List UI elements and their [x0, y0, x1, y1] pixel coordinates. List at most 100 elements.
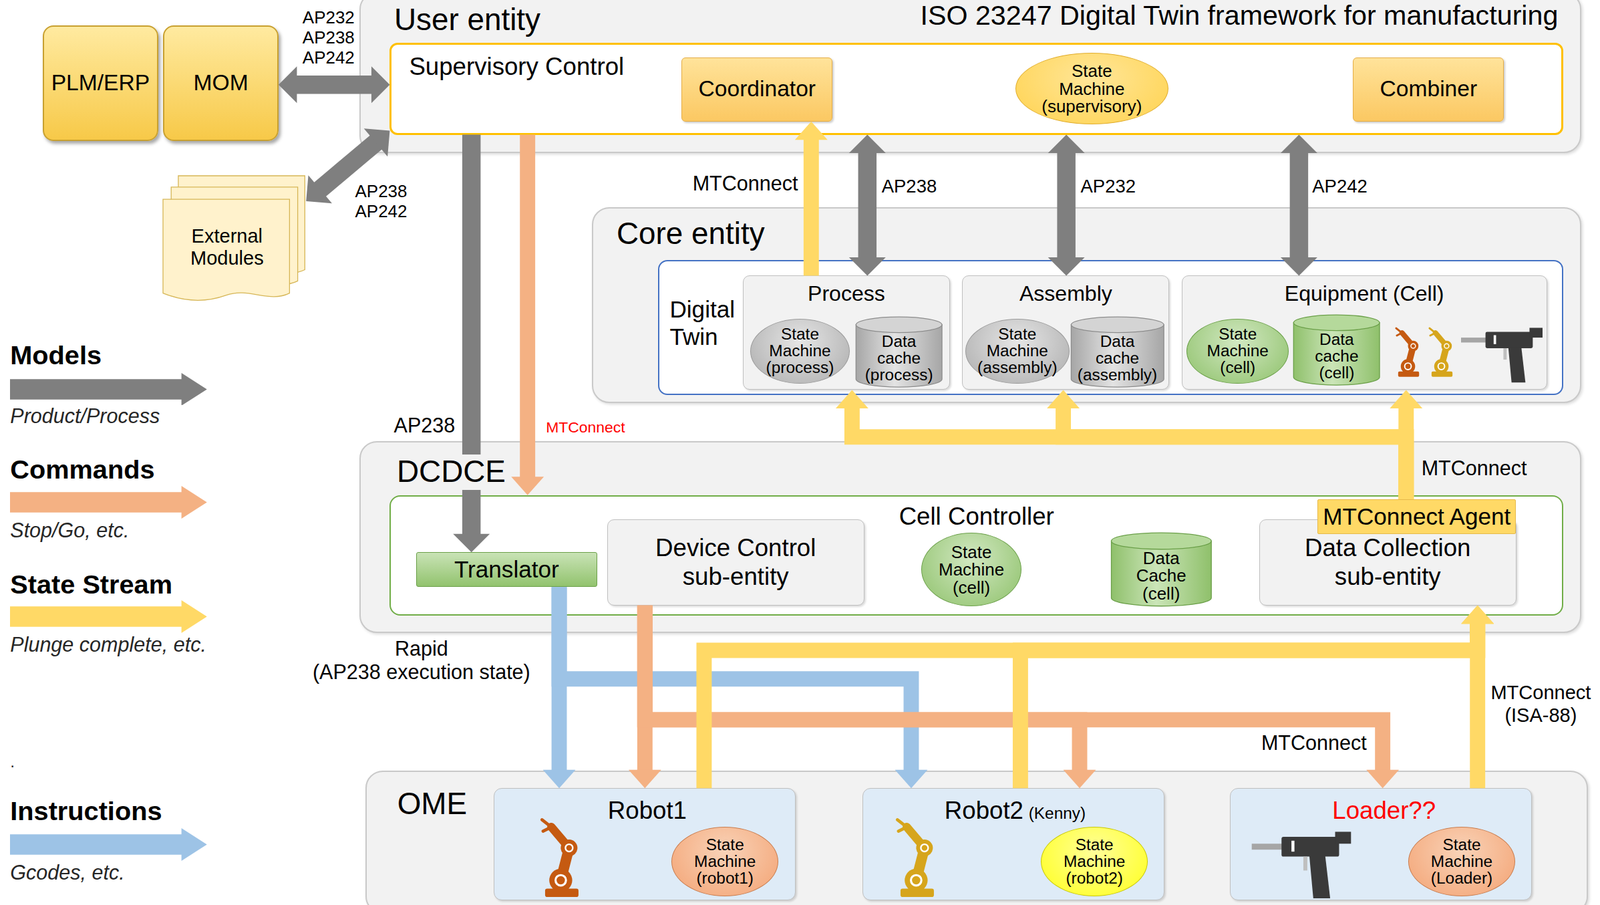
connector — [1280, 134, 1318, 276]
edge-label: MTConnect — [1261, 730, 1367, 755]
connector — [1461, 605, 1494, 788]
node-label: Data cache (cell) — [1314, 331, 1359, 382]
cylinder-body — [1110, 541, 1212, 606]
tool-icon — [1461, 327, 1543, 383]
cylinder-body — [855, 324, 942, 387]
node-label: State Machine (Loader) — [1430, 836, 1493, 887]
heading-row: DCDCE — [394, 454, 509, 490]
system-box: PLM/ERP — [42, 25, 159, 141]
connector-line — [559, 586, 912, 773]
edge-label: MTConnect — [1421, 456, 1528, 480]
connector — [704, 605, 1494, 788]
arrow-head — [895, 769, 928, 788]
system-box: MOM — [163, 25, 279, 141]
cylinder-top — [855, 316, 942, 333]
arrow-head — [543, 769, 576, 788]
node-heading: Equipment (Cell) — [1284, 281, 1445, 306]
node-label: State Machine (cell) — [1207, 326, 1269, 377]
cylinder-top — [1110, 532, 1212, 550]
label-anchor: Stop/Go, etc. — [10, 518, 129, 542]
heading-row: Loader?? — [1332, 796, 1436, 825]
arrow-head — [371, 66, 390, 103]
connector-line — [637, 605, 653, 773]
connector-line — [851, 404, 1406, 499]
edge-label: AP242 — [1312, 175, 1368, 198]
diagram-title: ISO 23247 Digital Twin framework for man… — [919, 0, 1558, 32]
label-anchor: AP232 AP238 AP242 — [302, 8, 355, 69]
function-box: Coordinator — [681, 57, 833, 122]
legend-note: Plunge complete, etc. — [10, 632, 207, 657]
heading-row: OME — [397, 786, 467, 822]
legend-note: Stop/Go, etc. — [10, 518, 129, 542]
node-label: PLM/ERP — [51, 70, 150, 97]
connector — [1048, 134, 1085, 276]
connector-line — [858, 149, 877, 262]
edge-label: MTConnect — [692, 171, 799, 196]
connector — [543, 586, 576, 788]
robot-icon — [1429, 328, 1453, 377]
connector — [1020, 605, 1494, 788]
connector-line — [1056, 149, 1075, 262]
legend-swatch — [10, 372, 208, 406]
heading-row: Core entity — [616, 216, 765, 252]
legend-note: Gcodes, etc. — [10, 860, 125, 884]
arrow-head — [511, 476, 544, 495]
legend-note: Product/Process — [10, 404, 160, 428]
label-anchor: AP238 AP242 — [355, 181, 408, 222]
connector-line — [704, 619, 1478, 788]
label-anchor: Commands — [10, 454, 155, 486]
arrow-head — [794, 121, 828, 140]
connector — [628, 605, 662, 788]
heading-row: Digital Twin — [669, 295, 735, 351]
label-anchor: Models — [10, 340, 102, 371]
label-anchor: AP238 — [881, 175, 938, 198]
tool-icon — [1251, 831, 1352, 898]
node-label: External Modules — [190, 225, 264, 270]
arrow-head — [1048, 134, 1085, 153]
heading-row: Robot1 — [607, 796, 687, 825]
model-box: Equipment (Cell) State Machine (cell) Data… — [1181, 275, 1548, 390]
arrow-head — [364, 128, 391, 157]
data-cache-cylinder: Data cache (cell) — [1292, 313, 1381, 386]
arrow-head — [1461, 605, 1494, 624]
translator-box: Translator — [416, 551, 597, 587]
robot-icon — [897, 819, 934, 897]
cylinder-body — [1070, 324, 1164, 387]
node-label: State Machine (robot1) — [694, 836, 756, 887]
arrow-head — [849, 257, 886, 276]
node-heading: Process — [807, 281, 886, 306]
state-machine-ellipse: State Machine (supervisory) — [1015, 52, 1169, 125]
data-cache-cylinder: Data cache (process) — [855, 315, 943, 388]
connector-line — [1020, 619, 1478, 788]
connector-line — [644, 605, 1080, 773]
node-label: Combiner — [1380, 76, 1478, 103]
connector — [849, 134, 886, 276]
heading-row: Robot2(Kenny) — [944, 796, 1086, 825]
connector-line — [803, 136, 820, 276]
model-box: AssemblyState Machine (assembly)Data cac… — [962, 275, 1170, 390]
arrow-head — [835, 389, 869, 408]
entity-band: DCDCECell ControllerTranslatorDevice Con… — [359, 440, 1582, 633]
arrow-head — [1389, 389, 1423, 408]
legend-text: Models — [10, 340, 102, 371]
arrow-head — [1280, 257, 1318, 276]
connector-line — [1469, 619, 1486, 788]
connector-line — [551, 586, 568, 773]
data-cache-cylinder: Data Cache (cell) — [1110, 531, 1213, 607]
node-label: MTConnect Agent — [1322, 503, 1511, 530]
agent-box: MTConnect Agent — [1317, 499, 1516, 534]
connector — [452, 134, 490, 553]
control-box: Supervisory Control Coordinator State Mach… — [389, 42, 1564, 135]
node-label: State Machine (process) — [766, 326, 835, 377]
connector-line — [644, 605, 1383, 773]
legend-text: Instructions — [10, 795, 162, 827]
heading-row: Supervisory Control — [408, 52, 624, 81]
data-cache-cylinder: Data cache (assembly) — [1070, 315, 1166, 388]
node-label: State Machine (supervisory) — [1041, 62, 1142, 115]
node-heading: Digital Twin — [669, 295, 735, 351]
node-heading: Supervisory Control — [408, 52, 624, 81]
node-label: State Machine (robot2) — [1063, 836, 1126, 887]
wrap-spacer — [469, 636, 550, 658]
